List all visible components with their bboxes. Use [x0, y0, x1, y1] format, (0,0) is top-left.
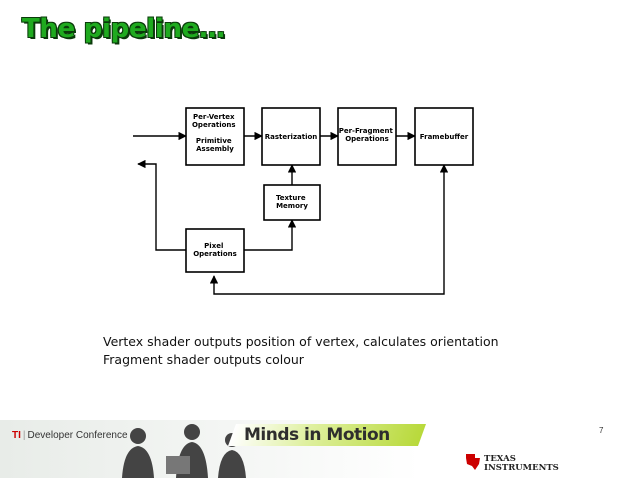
company-name-line1: TEXAS: [484, 454, 516, 464]
company-name: TEXAS INSTRUMENTS: [484, 455, 559, 473]
tagline: Minds in Motion: [244, 425, 390, 445]
block-per-fragment-label: Per-Fragment Operations: [339, 127, 396, 143]
page-title: The pipeline…: [22, 14, 225, 44]
block-texture-memory: Texture Memory: [263, 184, 321, 221]
arrow-pixel-to-texture: [244, 219, 297, 251]
caption-vertex-shader: Vertex shader outputs position of vertex…: [103, 334, 499, 349]
block-rasterization: Rasterization: [261, 107, 321, 166]
ti-label: TI: [12, 430, 21, 441]
conference-label: TI|Developer Conference: [12, 430, 128, 441]
block-texture-memory-label: Texture Memory: [276, 194, 308, 210]
block-framebuffer-label: Framebuffer: [420, 133, 469, 141]
block-rasterization-label: Rasterization: [265, 133, 318, 141]
block-framebuffer: Framebuffer: [414, 107, 474, 166]
company-name-line2: INSTRUMENTS: [484, 463, 559, 473]
pipeline-diagram: Per-Vertex Operations Primitive Assembly…: [133, 107, 474, 295]
footer-banner: TI|Developer Conference Minds in Motion …: [0, 408, 638, 478]
block-per-vertex-label: Per-Vertex Operations Primitive Assembly: [192, 113, 238, 153]
block-per-vertex: Per-Vertex Operations Primitive Assembly: [185, 107, 245, 166]
texas-instruments-logo-icon: [466, 454, 480, 470]
block-per-fragment: Per-Fragment Operations: [337, 107, 397, 166]
separator: |: [22, 430, 26, 441]
arrow-pixel-to-output: [137, 159, 186, 251]
block-pixel-operations: Pixel Operations: [185, 228, 245, 273]
block-pixel-operations-label: Pixel Operations: [193, 242, 237, 258]
arrow-framebuffer-loop: [209, 164, 449, 295]
caption-fragment-shader: Fragment shader outputs colour: [103, 352, 304, 367]
page-number: 7: [599, 426, 604, 435]
conference-name: Developer Conference: [27, 430, 128, 441]
connectors: [133, 131, 449, 295]
